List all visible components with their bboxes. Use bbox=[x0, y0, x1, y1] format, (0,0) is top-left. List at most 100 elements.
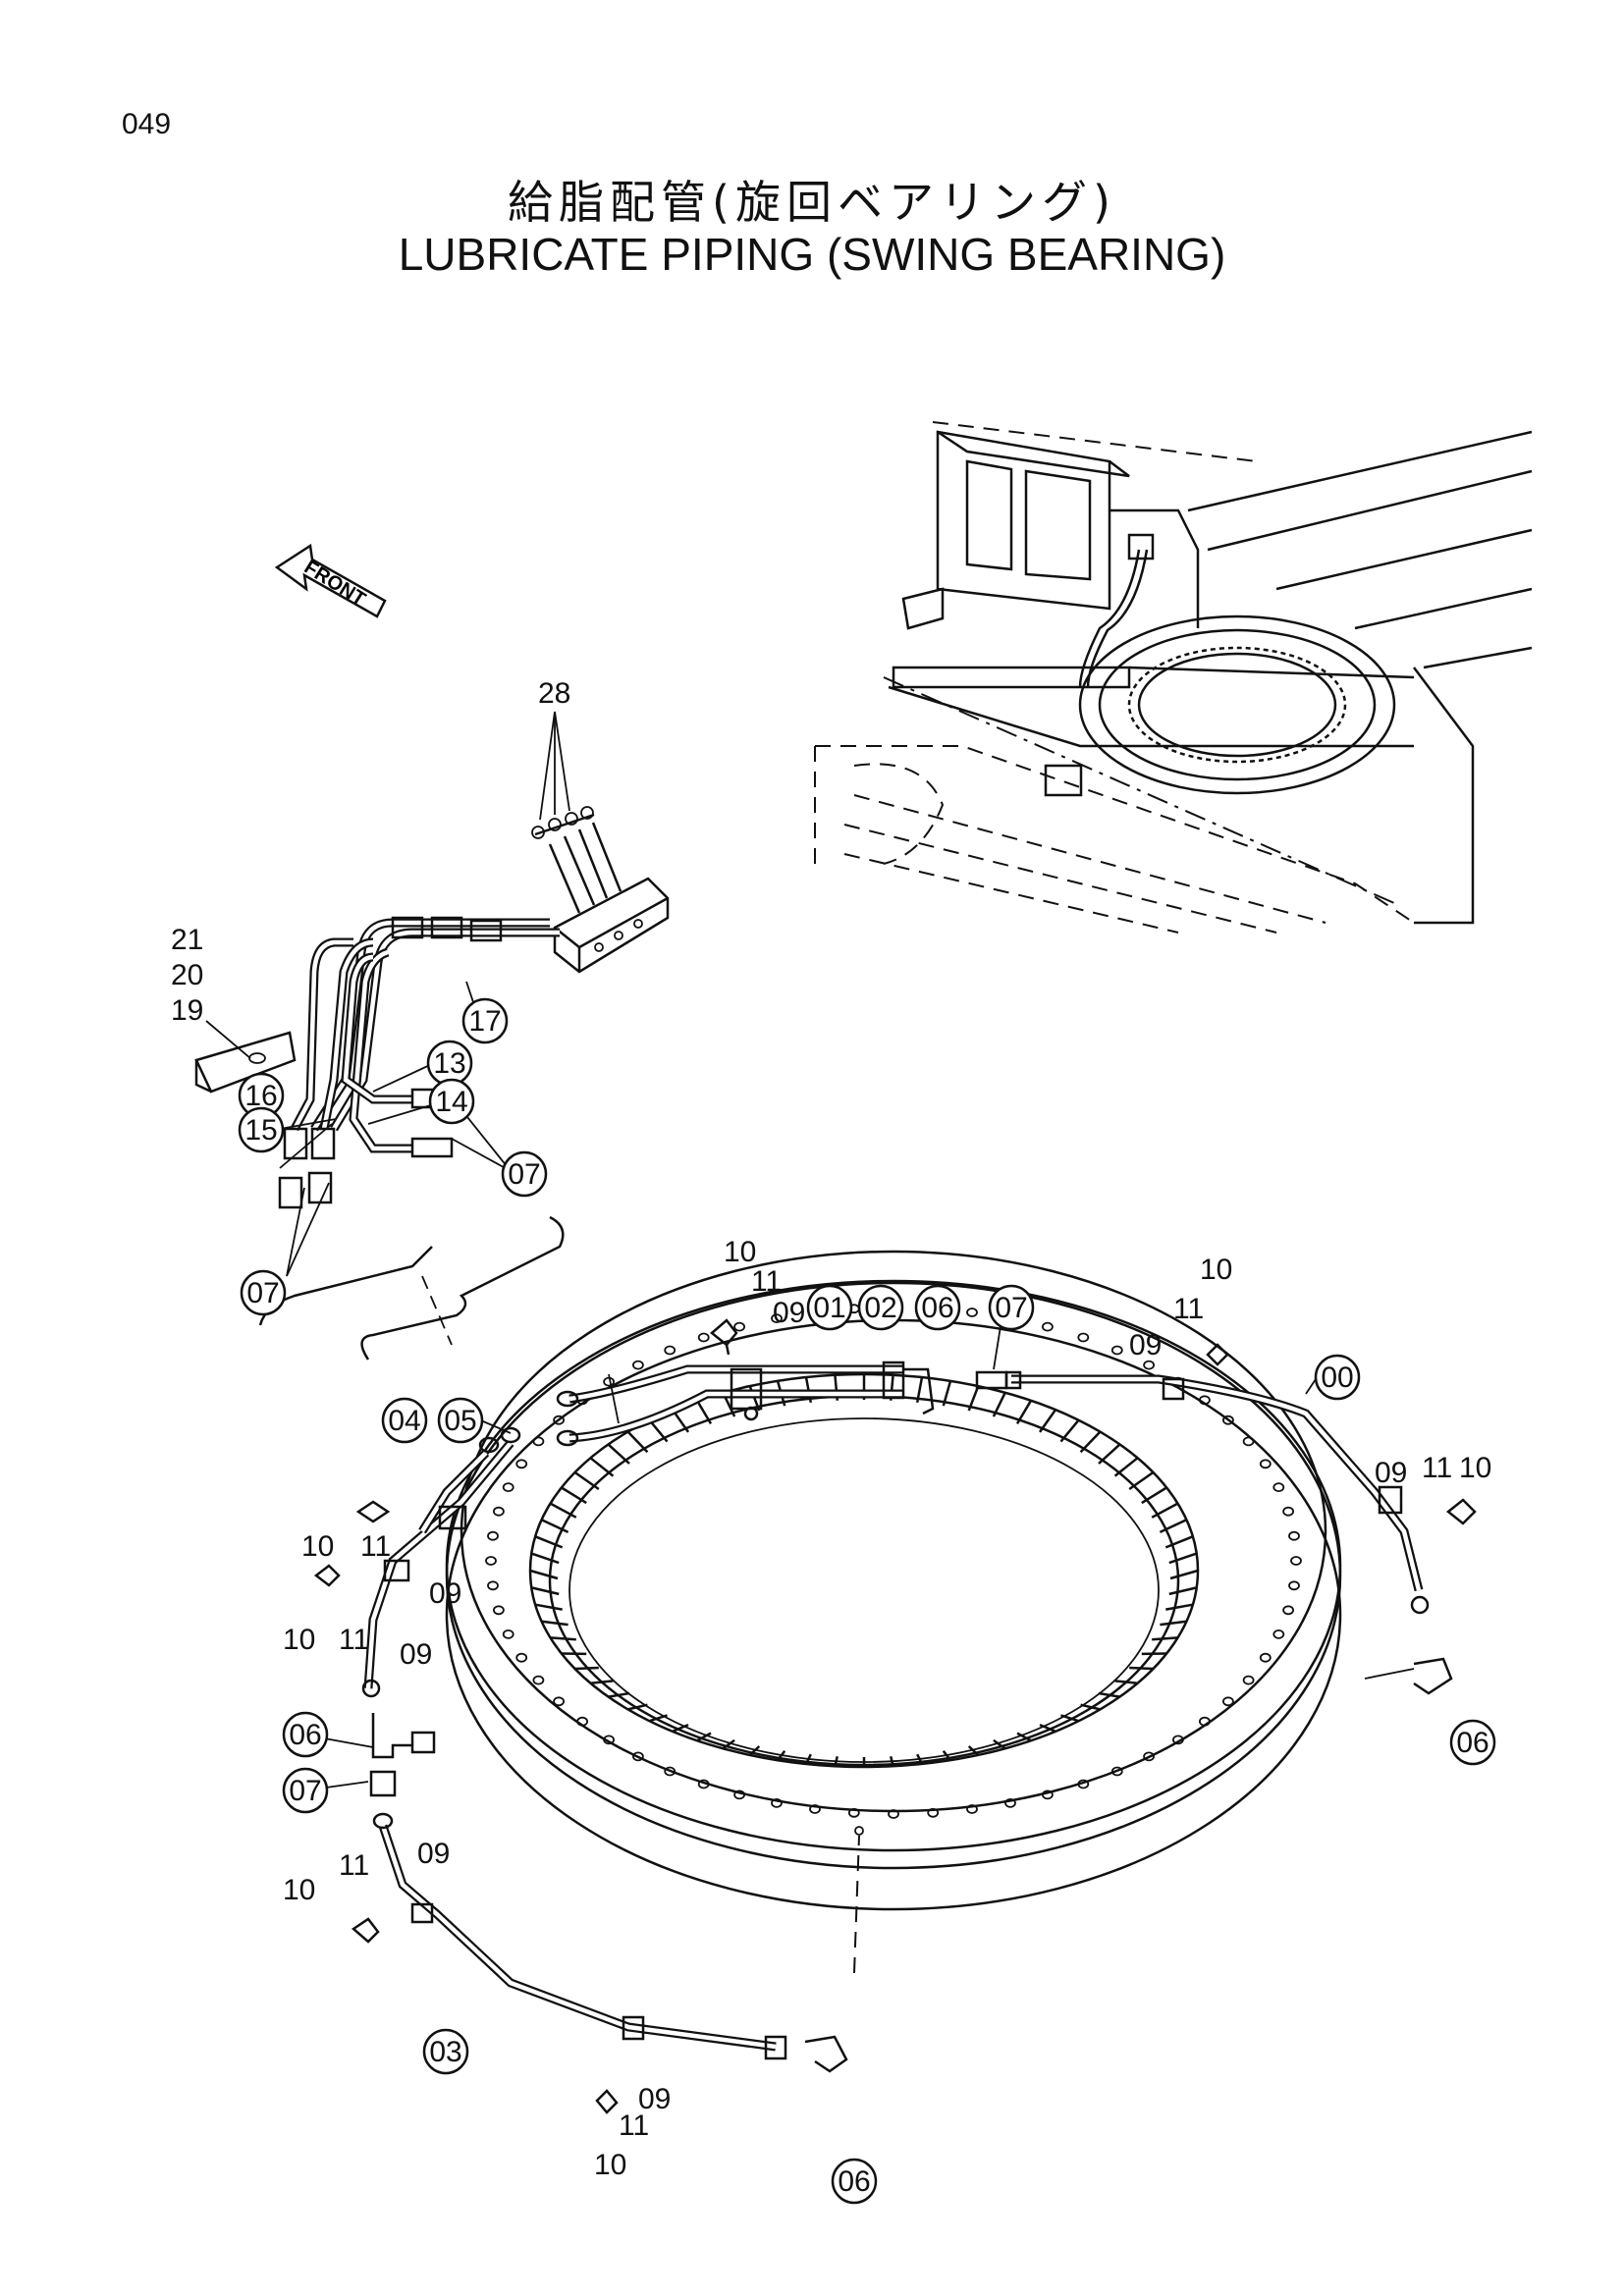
label-09b: 09 bbox=[1129, 1329, 1162, 1362]
gear-tooth bbox=[1152, 1636, 1178, 1641]
gear-tooth bbox=[608, 1691, 630, 1698]
gear-tooth bbox=[648, 1419, 669, 1443]
bolt-hole bbox=[697, 1779, 710, 1789]
gear-tooth bbox=[942, 1380, 952, 1407]
gear-tooth bbox=[607, 1443, 630, 1465]
callout-c03: 03 bbox=[422, 2028, 469, 2075]
bolt-hole bbox=[1004, 1798, 1016, 1808]
callout-text-c06b: 06 bbox=[289, 1719, 321, 1751]
label-09c: 09 bbox=[429, 1577, 461, 1610]
bolt-hole bbox=[1222, 1696, 1234, 1707]
bolt-hole bbox=[485, 1556, 497, 1566]
gear-tooth bbox=[967, 1745, 980, 1756]
label-10c: 10 bbox=[301, 1530, 334, 1563]
gear-tooth bbox=[649, 1714, 668, 1723]
label-09f: 09 bbox=[417, 1838, 450, 1870]
gear-tooth bbox=[889, 1756, 894, 1767]
gear-tooth bbox=[590, 1680, 614, 1684]
callout-text-c15: 15 bbox=[244, 1114, 277, 1147]
bolt-hole bbox=[553, 1696, 565, 1707]
callout-text-c06a: 06 bbox=[921, 1292, 953, 1324]
gear-tooth bbox=[748, 1745, 761, 1756]
bolt-hole bbox=[1143, 1751, 1155, 1762]
callout-c01: 01 bbox=[806, 1284, 853, 1331]
callout-c07a: 07 bbox=[501, 1150, 548, 1198]
gear-tooth bbox=[695, 1400, 713, 1425]
bolt-hole bbox=[664, 1345, 677, 1356]
grease-manifold-assembly bbox=[194, 711, 670, 1361]
callout-text-c03: 03 bbox=[429, 2036, 461, 2068]
gear-tooth bbox=[1114, 1680, 1138, 1684]
gear-tooth bbox=[529, 1569, 559, 1580]
title-japanese: 給脂配管(旋回ベアリング) bbox=[508, 176, 1116, 229]
callout-c15: 15 bbox=[238, 1106, 285, 1153]
gear-tooth bbox=[549, 1502, 577, 1519]
gear-tooth bbox=[530, 1552, 560, 1565]
bolt-hole bbox=[1110, 1766, 1123, 1777]
callout-text-c17: 17 bbox=[468, 1005, 501, 1038]
callout-c02: 02 bbox=[857, 1284, 904, 1331]
bolt-hole bbox=[553, 1415, 565, 1425]
gear-tooth bbox=[696, 1732, 712, 1742]
gear-tooth bbox=[534, 1603, 563, 1611]
gear-tooth bbox=[672, 1723, 689, 1733]
bolt-hole bbox=[697, 1332, 710, 1343]
gear-tooth bbox=[777, 1750, 786, 1761]
gear-tooth bbox=[1039, 1723, 1056, 1733]
bolt-hole bbox=[664, 1766, 677, 1777]
callout-text-c07a: 07 bbox=[508, 1158, 540, 1191]
gear-tooth bbox=[993, 1738, 1006, 1750]
bolt-hole bbox=[492, 1506, 505, 1517]
bolt-hole bbox=[603, 1735, 615, 1745]
callout-text-c07b: 07 bbox=[246, 1277, 279, 1309]
label-09e: 09 bbox=[1375, 1457, 1407, 1489]
bolt-hole bbox=[1172, 1735, 1184, 1745]
gear-tooth bbox=[1160, 1620, 1187, 1627]
label-10e: 10 bbox=[1459, 1452, 1491, 1484]
bolt-hole bbox=[1259, 1652, 1272, 1663]
label-09g: 09 bbox=[638, 2083, 671, 2115]
label-10g: 10 bbox=[594, 2149, 626, 2181]
callout-text-c07c: 07 bbox=[995, 1292, 1027, 1324]
bolt-hole bbox=[487, 1530, 499, 1541]
callout-c17: 17 bbox=[461, 997, 509, 1044]
machine-overview bbox=[814, 421, 1533, 934]
callout-text-c00: 00 bbox=[1321, 1362, 1353, 1394]
page-number: 049 bbox=[122, 108, 172, 140]
bolt-hole bbox=[1288, 1580, 1300, 1591]
label-10b: 10 bbox=[1200, 1254, 1232, 1286]
bolt-hole bbox=[1272, 1629, 1285, 1639]
callout-c07c: 07 bbox=[988, 1284, 1035, 1331]
gear-teeth bbox=[529, 1374, 1199, 1767]
gear-tooth bbox=[1168, 1552, 1198, 1565]
callout-c06b: 06 bbox=[282, 1711, 329, 1758]
callout-text-c04: 04 bbox=[388, 1405, 420, 1437]
bolt-hole bbox=[1199, 1716, 1211, 1727]
bolt-hole bbox=[966, 1804, 978, 1814]
callout-c06c: 06 bbox=[1449, 1719, 1496, 1766]
gear-tooth bbox=[574, 1666, 599, 1671]
gear-tooth bbox=[1060, 1714, 1079, 1723]
gear-tooth bbox=[534, 1535, 564, 1549]
label-20: 20 bbox=[171, 959, 203, 991]
gear-tooth bbox=[1113, 1457, 1139, 1477]
bolt-hole bbox=[1077, 1332, 1090, 1343]
gear-tooth bbox=[1098, 1443, 1121, 1465]
bolt-hole bbox=[927, 1807, 940, 1818]
gear-tooth bbox=[1016, 1732, 1032, 1742]
bolt-hole bbox=[515, 1459, 528, 1469]
bolt-hole bbox=[733, 1321, 745, 1332]
bolt-hole bbox=[492, 1605, 505, 1616]
bolt-hole bbox=[502, 1482, 514, 1492]
title-english: LUBRICATE PIPING (SWING BEARING) bbox=[398, 229, 1226, 280]
callout-text-c06d: 06 bbox=[838, 2165, 870, 2198]
callout-c14: 14 bbox=[428, 1078, 475, 1125]
bolt-hole bbox=[1222, 1415, 1234, 1425]
callout-text-c14: 14 bbox=[435, 1086, 467, 1118]
label-11d: 11 bbox=[339, 1624, 369, 1656]
gear-tooth bbox=[1080, 1703, 1101, 1711]
bolt-hole bbox=[487, 1580, 499, 1591]
bolt-hole bbox=[515, 1652, 528, 1663]
